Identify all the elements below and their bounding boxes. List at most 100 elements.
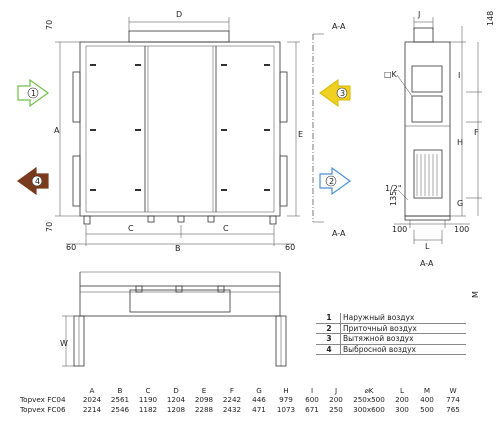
table-cell: 200	[395, 395, 409, 405]
flow-arrow-2: 2	[319, 166, 352, 196]
table-cell: 400	[420, 395, 434, 405]
table-cell: Topvex FC04	[20, 395, 66, 405]
legend-text: Наружный воздух	[340, 313, 466, 324]
column-header	[20, 386, 78, 395]
dim-label-k: □K	[384, 70, 398, 79]
dim-label-d: D	[176, 10, 182, 19]
dim-label-70-bottom: 70	[45, 222, 54, 232]
section-title: A-A	[420, 259, 434, 268]
column-header: C	[145, 386, 151, 395]
table-cell: 446	[252, 395, 266, 405]
table-cell: 765	[446, 404, 460, 414]
dim-label-60-left: 60	[66, 243, 76, 252]
table-cell: 250	[329, 404, 343, 414]
table-cell: 2288	[194, 404, 214, 414]
legend-number: 1	[316, 313, 341, 324]
table-cell: Topvex FC06	[20, 404, 66, 414]
dim-label-w: W	[60, 339, 68, 348]
table-cell: 979	[279, 395, 293, 405]
legend-number: 3	[316, 333, 341, 345]
flow-arrow-4: 4	[16, 166, 49, 196]
table-cell: 300	[395, 404, 409, 414]
dim-label-60-right: 60	[285, 243, 295, 252]
dim-label-l: L	[425, 242, 430, 251]
legend-row: 2 Приточный воздух	[316, 323, 466, 334]
column-header: F	[229, 386, 235, 395]
table-cell: 671	[305, 404, 319, 414]
column-header: H	[283, 386, 289, 395]
table-cell: 500	[420, 404, 434, 414]
table-cell: 1073	[276, 404, 296, 414]
column-header: I	[310, 386, 314, 395]
front-view: D A 70 70	[45, 10, 346, 253]
column-header: G	[256, 386, 262, 395]
table-cell: 200	[329, 395, 343, 405]
column-header: B	[117, 386, 123, 395]
section-label-bottom: A-A	[332, 229, 346, 238]
dim-label-c-right: C	[223, 224, 229, 233]
legend-row: 3 Вытяжной воздух	[316, 333, 466, 345]
dim-label-135: 135	[389, 191, 398, 206]
table-cell: 2561	[110, 395, 130, 405]
dim-label-m: M	[471, 291, 480, 298]
table-cell: 600	[305, 395, 319, 405]
column-header: W	[449, 386, 457, 395]
table-header-row: A B C D E F G H I J ⌀K L M W	[20, 386, 466, 395]
column-header: J	[334, 386, 338, 395]
table-row: Topvex FC04 2024 2561 1190 1204 2098 224…	[20, 395, 466, 405]
table-cell: 2242	[222, 395, 242, 405]
table-cell: 2098	[194, 395, 214, 405]
dim-label-f: F	[474, 128, 479, 137]
table-cell: 2432	[222, 404, 242, 414]
column-header: ⌀K	[364, 386, 374, 395]
table-cell: 1182	[138, 404, 158, 414]
section-label-top: A-A	[332, 22, 346, 31]
table-cell: 2546	[110, 404, 130, 414]
dim-label-b: B	[175, 244, 181, 253]
dim-label-c-left: C	[128, 224, 134, 233]
flow-arrow-4-label: 4	[35, 177, 40, 186]
legend-row: 1 Наружный воздух	[316, 313, 466, 324]
column-header: D	[173, 386, 179, 395]
dimensions-table: A B C D E F G H I J ⌀K L M W Topvex FC04…	[20, 386, 466, 414]
legend-text: Выбросной воздух	[340, 344, 466, 355]
dim-label-148: 148	[486, 11, 495, 26]
table-cell: 1208	[166, 404, 186, 414]
flow-arrow-3-label: 3	[340, 89, 345, 98]
dim-label-g: G	[457, 199, 463, 208]
column-header: L	[399, 386, 404, 395]
dim-label-70-top: 70	[45, 20, 54, 30]
legend-text: Приточный воздух	[340, 323, 466, 334]
flow-arrow-1: 1	[17, 78, 50, 108]
column-header: M	[423, 386, 431, 395]
legend-number: 4	[316, 344, 341, 355]
table-cell: 1204	[166, 395, 186, 405]
table-cell: 1190	[138, 395, 158, 405]
table-cell: 2024	[82, 395, 102, 405]
side-section-view: J 148 I H F G □K 1/2"	[384, 10, 495, 268]
table-cell: 2214	[82, 404, 102, 414]
table-cell: 300x600	[353, 404, 385, 414]
column-header: A	[89, 386, 95, 395]
table-row: Topvex FC06 2214 2546 1182 1208 2288 243…	[20, 405, 466, 415]
dim-label-e: E	[298, 130, 303, 139]
legend-number: 2	[316, 323, 341, 334]
legend-table: 1 Наружный воздух 2 Приточный воздух 3 В…	[316, 313, 466, 355]
plan-view: W M	[60, 271, 480, 367]
dim-label-a: A	[54, 126, 60, 135]
table-cell: 250x500	[353, 395, 385, 405]
table-cell: 471	[252, 404, 266, 414]
legend-row: 4 Выбросной воздух	[316, 344, 466, 355]
flow-arrow-2-label: 2	[329, 177, 334, 186]
column-header: E	[201, 386, 207, 395]
dim-label-j: J	[417, 10, 420, 19]
dim-label-half-inch: 1/2"	[385, 184, 402, 193]
dim-label-i: I	[458, 71, 460, 80]
dim-label-100-right: 100	[454, 225, 469, 234]
flow-arrow-1-label: 1	[31, 89, 36, 98]
dim-label-100-left: 100	[392, 225, 407, 234]
legend-text: Вытяжной воздух	[340, 333, 466, 345]
dim-label-h: H	[457, 138, 463, 147]
table-cell: 774	[446, 395, 460, 405]
